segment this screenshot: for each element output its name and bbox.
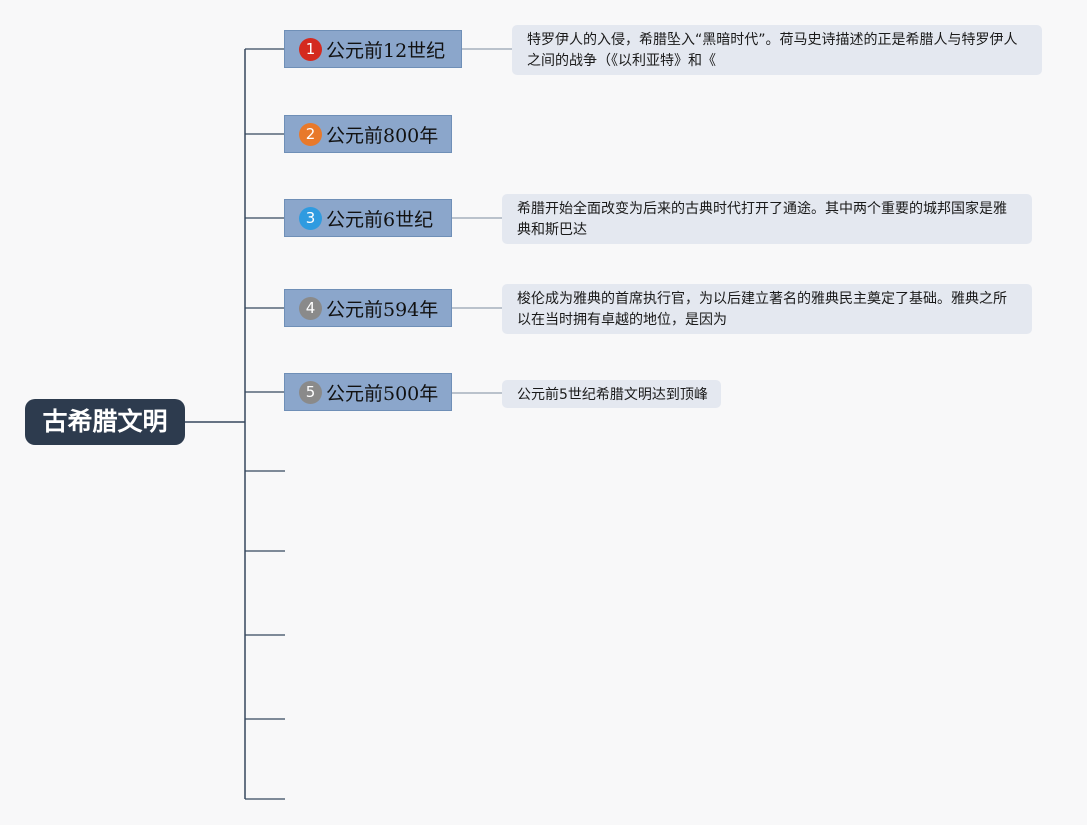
topic-bc500[interactable]: 5 公元前500年 [284, 373, 452, 411]
topic-bc594[interactable]: 4 公元前594年 [284, 289, 452, 327]
topic-label: 公元前594年 [326, 298, 439, 321]
topic-label: 公元前6世纪 [326, 208, 434, 231]
number-2-icon: 2 [299, 122, 322, 146]
topic-bc12th-century[interactable]: 1 公元前12世纪 [284, 30, 462, 68]
subtopic-note[interactable]: 希腊开始全面改变为后来的古典时代打开了通途。其中两个重要的城邦国家是雅典和斯巴达 [502, 194, 1032, 244]
subtopic-note[interactable]: 特罗伊人的入侵，希腊坠入“黑暗时代”。荷马史诗描述的正是希腊人与特罗伊人之间的战… [512, 25, 1042, 75]
number-3-icon: 3 [299, 206, 322, 230]
topic-label: 公元前500年 [326, 382, 439, 405]
subtopic-note[interactable]: 公元前5世纪希腊文明达到顶峰 [502, 380, 721, 408]
number-1-icon: 1 [299, 37, 322, 61]
topic-bc800[interactable]: 2 公元前800年 [284, 115, 452, 153]
central-topic[interactable]: 古希腊文明 [25, 399, 185, 445]
topic-bc6th-century[interactable]: 3 公元前6世纪 [284, 199, 452, 237]
number-4-icon: 4 [299, 296, 322, 320]
number-5-icon: 5 [299, 380, 322, 404]
subtopic-note[interactable]: 梭伦成为雅典的首席执行官，为以后建立著名的雅典民主奠定了基础。雅典之所以在当时拥… [502, 284, 1032, 334]
topic-label: 公元前800年 [326, 124, 439, 147]
topic-label: 公元前12世纪 [326, 39, 446, 62]
